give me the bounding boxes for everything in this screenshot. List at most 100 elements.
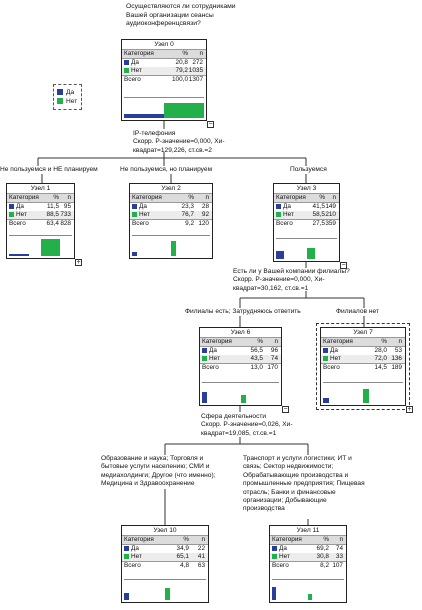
total-label: Всего xyxy=(276,220,293,227)
percent-no: 58,5 xyxy=(312,211,325,218)
count-yes: 74 xyxy=(335,545,343,552)
count-total: 189 xyxy=(391,364,402,371)
expand-node-button[interactable]: + xyxy=(406,406,413,413)
bar-yes xyxy=(323,397,329,403)
header-category: Категория xyxy=(276,194,306,201)
count-yes: 22 xyxy=(197,545,205,552)
percent-yes: 11,5 xyxy=(47,203,59,210)
bar-yes xyxy=(276,251,285,259)
percent-yes: 28,0 xyxy=(374,347,387,354)
bar-no xyxy=(171,241,176,256)
category-yes: Да xyxy=(139,203,147,210)
count-total: 1307 xyxy=(188,76,203,83)
collapse-node-button[interactable]: − xyxy=(207,121,214,128)
count-no: 41 xyxy=(197,553,205,560)
percent-total: 13,0 xyxy=(250,364,263,371)
node-title: Узел 10 xyxy=(153,527,177,534)
total-label: Всего xyxy=(323,364,340,371)
legend-label-yes: Да xyxy=(66,89,75,96)
header-n: n xyxy=(205,194,209,201)
percent-total: 4,8 xyxy=(180,562,189,569)
header-category: Категория xyxy=(9,194,39,201)
swatch-no xyxy=(323,356,328,361)
category-yes: Да xyxy=(131,545,139,552)
header-category: Категория xyxy=(124,536,154,543)
swatch-yes xyxy=(124,60,129,65)
legend-swatch-yes xyxy=(57,89,63,96)
percent-total: 27,5 xyxy=(312,220,325,227)
count-yes: 95 xyxy=(63,203,71,210)
branch-label-planning: Не пользуемся, но планируем xyxy=(120,166,240,175)
node-bar-chart xyxy=(272,579,344,600)
node-title: Узел 7 xyxy=(353,329,373,336)
bar-yes xyxy=(202,392,207,403)
branch-label-not-planning: Не пользуемся и НЕ планируем xyxy=(0,166,112,175)
count-total: 63 xyxy=(197,562,205,569)
percent-yes: 23,3 xyxy=(181,203,194,210)
split-ip-telephony: IP-телефония Скорр. Р-значение=0,000, Хи… xyxy=(133,130,225,154)
node-title: Узел 1 xyxy=(30,185,51,192)
node-header-row: Категория%n xyxy=(7,193,74,203)
legend-label-no: Нет xyxy=(66,98,78,105)
bar-no xyxy=(308,594,313,600)
header-percent: % xyxy=(257,338,263,345)
category-no: Нет xyxy=(330,355,341,362)
category-no: Нет xyxy=(279,553,290,560)
swatch-yes xyxy=(323,348,328,353)
swatch-no xyxy=(124,68,129,73)
expand-node-button[interactable]: + xyxy=(75,259,82,266)
node-header-row: Категория%n xyxy=(200,337,281,347)
node-bar-chart xyxy=(124,579,206,600)
percent-no: 76,7 xyxy=(181,211,194,218)
category-no: Нет xyxy=(131,67,142,74)
percent-no: 88,5 xyxy=(46,211,59,218)
category-no: Нет xyxy=(283,211,294,218)
header-category: Категория xyxy=(124,50,154,57)
category-yes: Да xyxy=(330,347,338,354)
category-yes: Да xyxy=(279,545,287,552)
bar-yes xyxy=(132,251,137,256)
percent-total: 8,2 xyxy=(320,562,329,569)
count-total: 107 xyxy=(332,562,343,569)
category-yes: Да xyxy=(209,347,217,354)
count-total: 170 xyxy=(267,364,278,371)
bar-no xyxy=(165,587,170,600)
node-header-row: Категория%n xyxy=(122,49,206,59)
header-percent: % xyxy=(319,194,325,201)
percent-no: 43,5 xyxy=(250,355,263,362)
target-question: Осуществляются ли сотрудниками Вашей орг… xyxy=(126,3,236,28)
category-no: Нет xyxy=(139,211,150,218)
bar-yes xyxy=(272,586,277,600)
header-n: n xyxy=(398,338,402,345)
bar-no xyxy=(306,247,315,259)
legend-item-no: Нет xyxy=(57,97,77,106)
percent-no: 72,0 xyxy=(374,355,387,362)
bar-no xyxy=(164,102,204,118)
collapse-node-button[interactable]: − xyxy=(282,406,289,413)
header-category: Категория xyxy=(323,338,353,345)
total-label: Всего xyxy=(272,562,289,569)
percent-no: 65,1 xyxy=(176,553,189,560)
category-no: Нет xyxy=(131,553,142,560)
collapse-node-button[interactable]: − xyxy=(340,262,347,269)
